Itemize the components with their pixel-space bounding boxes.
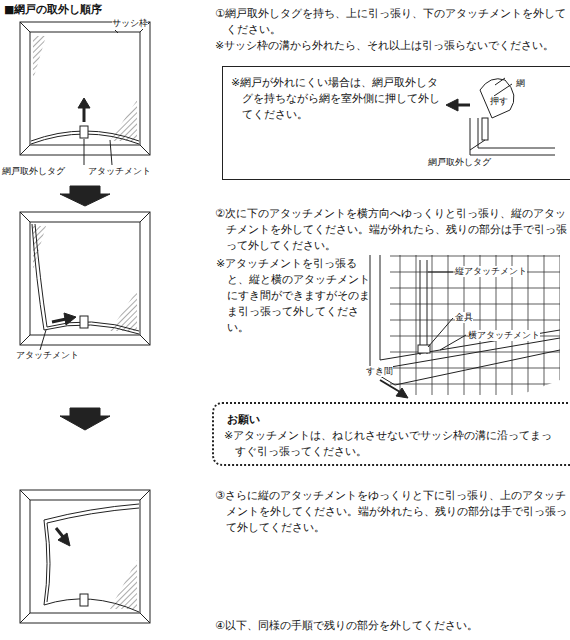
part-label: 横アタッチメント	[468, 330, 540, 341]
part-label: サッシ枠	[112, 18, 148, 29]
part-label: 金具	[455, 312, 473, 323]
part-label: 網	[516, 78, 525, 89]
note-box: ※網戸が外れにくい場合は、網戸取外しタグを持ちながら網を室外側に押して外してくだ…	[222, 66, 570, 180]
part-label: アタッチメント	[16, 350, 79, 361]
request-box: お願い※アタッチメントは、ねじれさせないでサッシ枠の溝に沿ってまっすぐ引っ張って…	[212, 402, 570, 466]
step-arrow	[60, 408, 110, 430]
box-heading: お願い	[224, 412, 263, 428]
screen-frame	[20, 490, 150, 623]
push-illustration	[446, 78, 555, 155]
box-text: ※アタッチメントは、ねじれさせないでサッシ枠の溝に沿ってまっすぐ引っ張ってくださ…	[224, 428, 555, 460]
screen-frame	[20, 212, 150, 350]
window-corner-illustration	[370, 255, 560, 398]
step-text: ④以下、同様の手順で残りの部分を外してください。	[215, 618, 570, 634]
part-label: アタッチメント	[88, 166, 151, 177]
title: ■網戸の取外し順序	[4, 2, 102, 18]
step-text: ①網戸取外しタグを持ち、上に引っ張り、下のアタッチメントを外してください。	[215, 6, 570, 38]
part-label: すき間	[366, 366, 393, 377]
note-text: ※アタッチメントを引っ張ると、縦と横のアタッチメントにすき間ができますがそのまま…	[216, 256, 373, 336]
step-text: ③さらに縦のアタッチメントをゆっくりと下に引っ張り、上のアタッチメントを外してく…	[215, 488, 570, 536]
screen-frame	[20, 22, 150, 165]
step-text: ②次に下のアタッチメントを横方向へゆっくりと引っ張り、縦のアタッチメントを外して…	[215, 206, 570, 254]
part-label: 押す	[490, 96, 508, 107]
part-label: 縦アタッチメント	[455, 266, 527, 277]
part-label: 網戸取外しタグ	[2, 166, 65, 177]
box-text: ※網戸が外れにくい場合は、網戸取外しタグを持ちながら網を室外側に押して外してくだ…	[231, 75, 442, 123]
step-arrow	[60, 186, 110, 206]
part-label: 網戸取外しタグ	[428, 157, 491, 168]
note-text: ※サッシ枠の溝から外れたら、それ以上は引っ張らないでください。	[215, 38, 570, 54]
